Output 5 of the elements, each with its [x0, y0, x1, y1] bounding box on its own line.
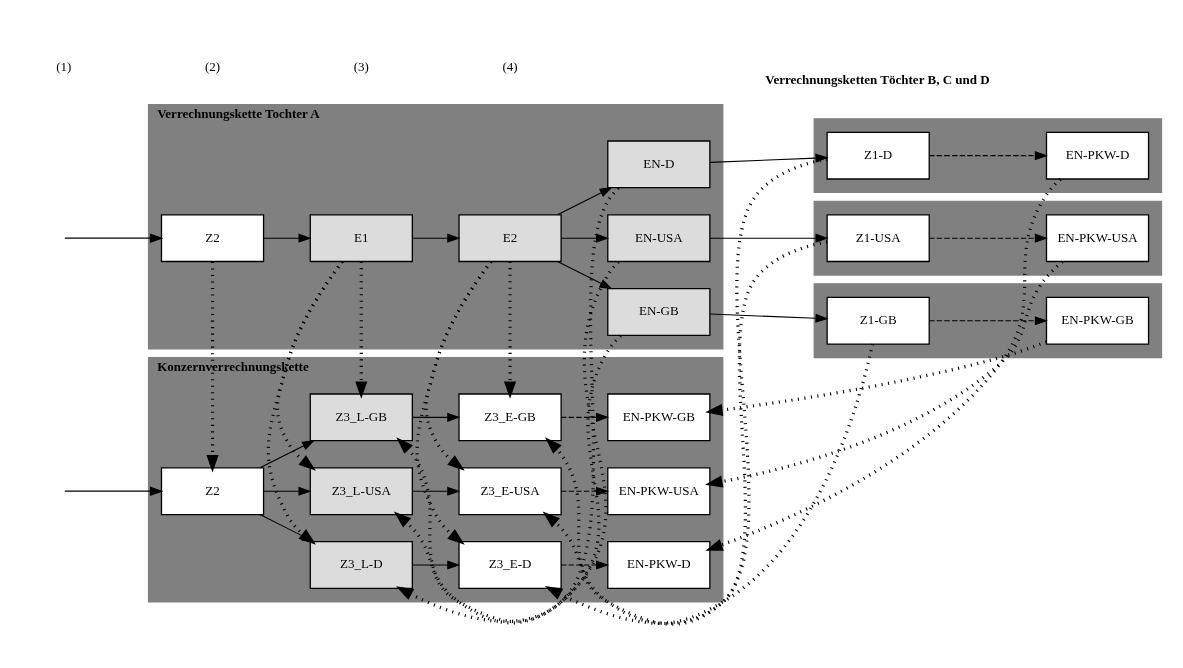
label: (3): [353, 58, 369, 74]
label: (1): [56, 58, 72, 74]
label: (2): [204, 58, 221, 74]
label: Verrechnungsketten Töchter B, C und D: [765, 71, 990, 87]
label: (4): [502, 58, 518, 74]
